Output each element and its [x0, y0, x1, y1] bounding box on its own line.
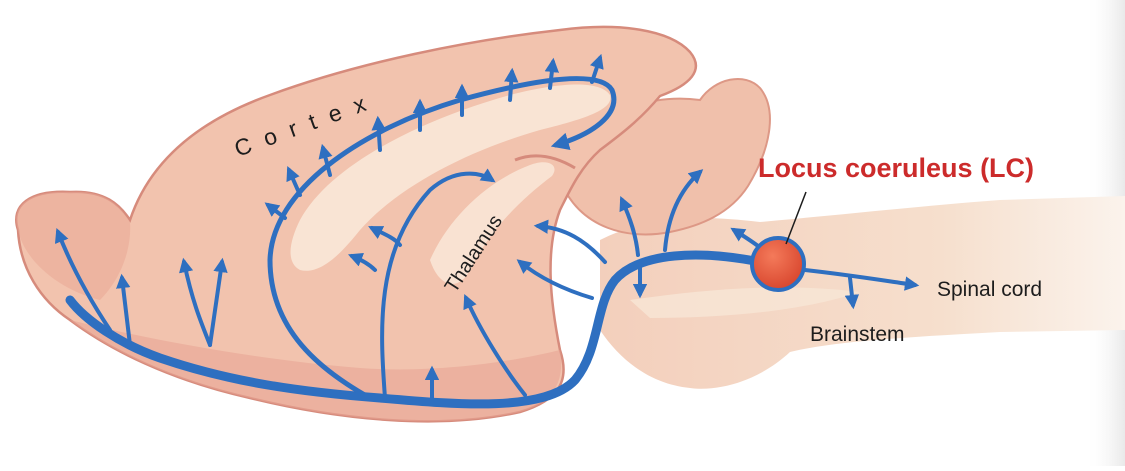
lc-up-branch — [730, 227, 760, 248]
main-trunk — [65, 250, 765, 409]
thalamus-branch-1 — [533, 219, 607, 264]
thalamus-branch-2 — [516, 259, 594, 300]
spinal-projection — [803, 268, 920, 291]
brainstem-shape — [600, 196, 1125, 389]
inner-branch-2 — [368, 226, 402, 247]
thalamic-low — [463, 294, 527, 397]
lc-title: Locus coeruleus (LC) — [758, 153, 1034, 183]
brainstem-projection — [844, 276, 860, 310]
brainstem-inner — [630, 287, 860, 318]
olfactory-projection — [54, 227, 112, 332]
white-matter-band — [290, 84, 611, 271]
ventral-tissue — [70, 320, 562, 422]
midbrain-branch-1 — [619, 196, 640, 257]
spinal-cord-label: Spinal cord — [937, 278, 1042, 301]
fissure — [514, 154, 576, 170]
lc-leader-line — [785, 191, 807, 245]
bulb-branch-2 — [179, 257, 212, 347]
olfactory-bulb — [16, 191, 131, 300]
bulb-branch — [116, 273, 132, 347]
brainstem-label: Brainstem — [810, 323, 905, 346]
bulb-branch-3 — [208, 257, 228, 347]
pathways — [54, 53, 920, 409]
inner-branch — [347, 253, 377, 272]
inner-arch — [380, 168, 496, 400]
cortical-arch — [267, 76, 617, 401]
lc-node — [750, 236, 806, 292]
white-matter-band-2 — [430, 162, 555, 284]
midbrain-branch-2 — [663, 169, 704, 252]
